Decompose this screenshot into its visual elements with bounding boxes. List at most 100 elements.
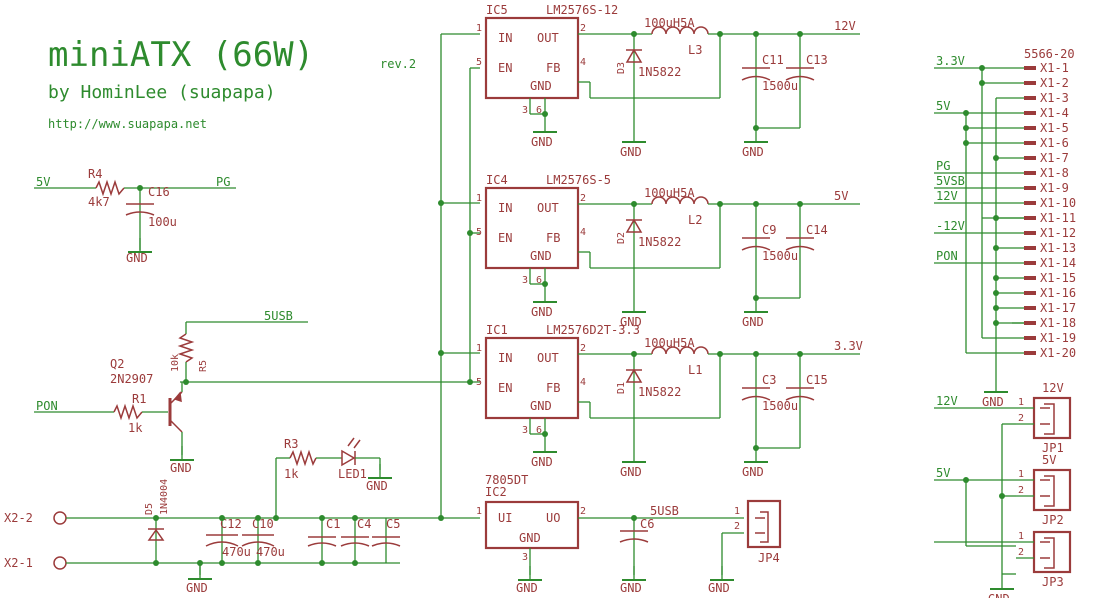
pin-num: 4 (580, 227, 586, 238)
connector-pin (1024, 336, 1036, 340)
gnd-label-led: GND (366, 479, 388, 493)
r3-value: 1k (284, 467, 299, 481)
connector-pin (1024, 261, 1036, 265)
connector-pin (1024, 351, 1036, 355)
connector-pin (1024, 96, 1036, 100)
pin-fb-label: FB (546, 61, 560, 75)
d5-diode (147, 528, 165, 541)
pin-num: 1 (476, 23, 482, 34)
inductor-part: 100uH5A (644, 186, 695, 200)
r4-resistor (95, 179, 125, 197)
title-main: miniATX (66W) (48, 35, 314, 75)
cap-ref: C13 (806, 53, 828, 67)
jumper-ref: JP1 (1042, 441, 1064, 455)
gnd-label: GND (982, 395, 1004, 409)
pin-num: 1 (476, 193, 482, 204)
connector-pin (1024, 321, 1036, 325)
c12-value: 470u (222, 545, 251, 559)
ic2-part: 7805DT (485, 473, 528, 487)
led1 (341, 449, 356, 467)
cap-ref: C11 (762, 53, 784, 67)
ic2-pin3: 3 (522, 552, 528, 563)
jumper-ref: JP2 (1042, 513, 1064, 527)
pg-in-net: 5V (36, 175, 50, 189)
pin-num: 3 (522, 275, 528, 286)
pin-en-label: EN (498, 381, 512, 395)
pin-in-label: IN (498, 31, 512, 45)
pin-in-label: IN (498, 201, 512, 215)
jumper-title: 5V (1042, 453, 1056, 467)
pin-num: 5 (476, 227, 482, 238)
diode-part: 1N5822 (638, 65, 681, 79)
connector-pin-label: X1-5 (1040, 121, 1069, 135)
pin-num: 5 (476, 57, 482, 68)
connector-pin-label: X1-17 (1040, 301, 1076, 315)
connector-pin-label: X1-11 (1040, 211, 1076, 225)
regulator-ref: IC1 (486, 323, 508, 337)
schottky-diode (625, 48, 643, 63)
jumper-pin: 1 (1018, 469, 1024, 480)
jumper-pin: 2 (1018, 547, 1024, 558)
inductor-ref: L2 (688, 213, 702, 227)
r5-value: 10k (170, 354, 181, 372)
gnd-label-jp4: GND (708, 581, 730, 595)
cap-ref: C15 (806, 373, 828, 387)
connector-pin (1024, 276, 1036, 280)
connector-part: 5566-20 (1024, 47, 1075, 61)
connector-net-label: PG (936, 159, 950, 173)
regulator-part: LM2576D2T-3.3 (546, 323, 640, 337)
gnd-label-c6: GND (620, 581, 642, 595)
connector-pin (1024, 141, 1036, 145)
jumper-pin: 1 (1018, 397, 1024, 408)
jumper-pin: 2 (1018, 413, 1024, 424)
r1-resistor (113, 403, 143, 421)
gnd-label-q2: GND (170, 461, 192, 475)
ic2-pin2: 2 (580, 506, 586, 517)
gnd-label: GND (742, 145, 764, 159)
pin-num: 4 (580, 377, 586, 388)
r4-ref: R4 (88, 167, 102, 181)
inductor-part: 100uH5A (644, 16, 695, 30)
schottky-diode (625, 368, 643, 383)
connector-pin (1024, 186, 1036, 190)
jp4-pin2: 2 (734, 521, 740, 532)
jp4-pin1: 1 (734, 506, 740, 517)
pg-out-net: PG (216, 175, 230, 189)
pin-num: 6 (536, 425, 542, 436)
connector-pin (1024, 201, 1036, 205)
jumper-ref: JP3 (1042, 575, 1064, 589)
pin-gnd-label: GND (530, 399, 552, 413)
pin-num: 3 (522, 425, 528, 436)
gnd-label: GND (620, 145, 642, 159)
connector-net-label: 5VSB (936, 174, 965, 188)
jp4 (746, 499, 782, 549)
c5-ref: C5 (386, 517, 400, 531)
pin-in-label: IN (498, 351, 512, 365)
gnd-label-pg: GND (126, 251, 148, 265)
ic2-pin-out: UO (546, 511, 560, 525)
c16-value: 100u (148, 215, 177, 229)
input-bus (180, 33, 480, 518)
r5-resistor (177, 333, 195, 363)
terminal-x2-2 (53, 511, 67, 525)
inductor-part: 100uH5A (644, 336, 695, 350)
connector-pin (1024, 81, 1036, 85)
ic2-pin-in: UI (498, 511, 512, 525)
jumper-net: 5V (936, 466, 950, 480)
jumper-pin: 1 (1018, 531, 1024, 542)
output-net: 12V (834, 19, 856, 33)
c12-ref: C12 (220, 517, 242, 531)
c10-value: 470u (256, 545, 285, 559)
pin-num: 2 (580, 343, 586, 354)
pin-num: 2 (580, 193, 586, 204)
led1-ref: LED1 (338, 467, 367, 481)
schottky-diode (625, 218, 643, 233)
connector-pin-label: X1-16 (1040, 286, 1076, 300)
d5-ref: D5 (144, 503, 155, 515)
gnd-label: GND (531, 135, 553, 149)
connector-pin-label: X1-7 (1040, 151, 1069, 165)
connector-pin-label: X1-6 (1040, 136, 1069, 150)
terminal-x2-1-label: X2-1 (4, 556, 33, 570)
